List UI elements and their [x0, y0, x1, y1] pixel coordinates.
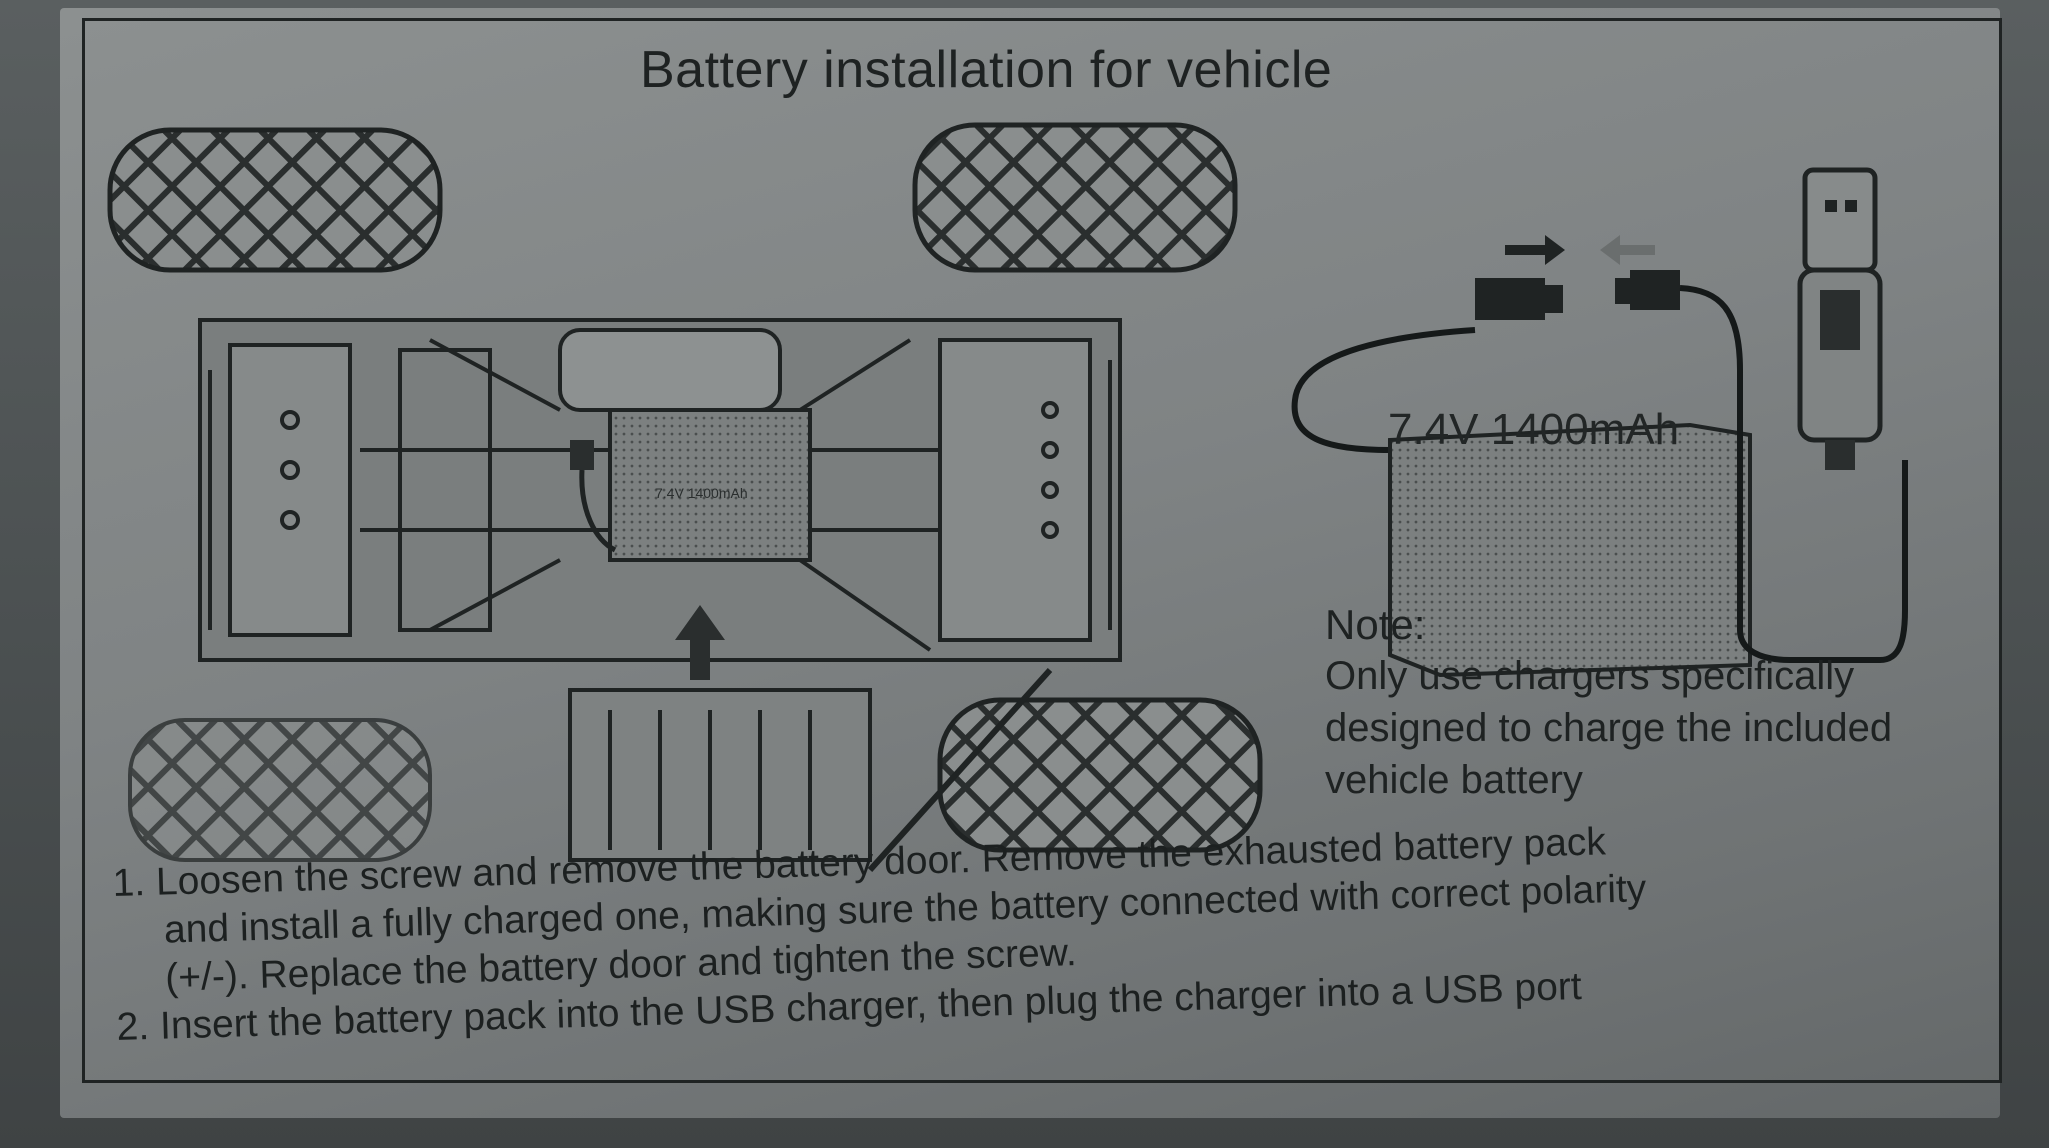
- connector-icon: [1291, 270, 1680, 453]
- screwdriver-icon: [867, 667, 1053, 873]
- battery-icon: [570, 408, 812, 562]
- note-block: Note: Only use chargers specifically des…: [1325, 600, 2025, 806]
- note-title: Note:: [1325, 601, 1426, 648]
- arrow-left-icon: [1600, 235, 1655, 265]
- vehicle-diagram: [107, 122, 1908, 873]
- small-battery-label: 7.4V 1400mAh: [655, 485, 748, 501]
- battery-capacity-label: 7.4V 1400mAh: [1388, 405, 1680, 454]
- battery-icon: [1388, 422, 1752, 678]
- battery-door: [568, 688, 872, 862]
- sheet-border: [82, 18, 2002, 1083]
- arrow-right-icon: [1505, 235, 1565, 265]
- tire-icon: [107, 127, 443, 273]
- tire-icon: [128, 718, 432, 862]
- note-line: vehicle battery: [1325, 758, 1583, 802]
- usb-plug-icon: [1679, 167, 1908, 663]
- tire-icon: [912, 122, 1238, 273]
- note-line: designed to charge the included: [1325, 706, 1893, 750]
- note-line: Only use chargers specifically: [1325, 654, 1855, 698]
- arrow-up-icon: [675, 605, 725, 680]
- vehicle-chassis: [198, 318, 1122, 662]
- tire-icon: [937, 697, 1263, 853]
- page-title: Battery installation for vehicle: [640, 41, 1333, 99]
